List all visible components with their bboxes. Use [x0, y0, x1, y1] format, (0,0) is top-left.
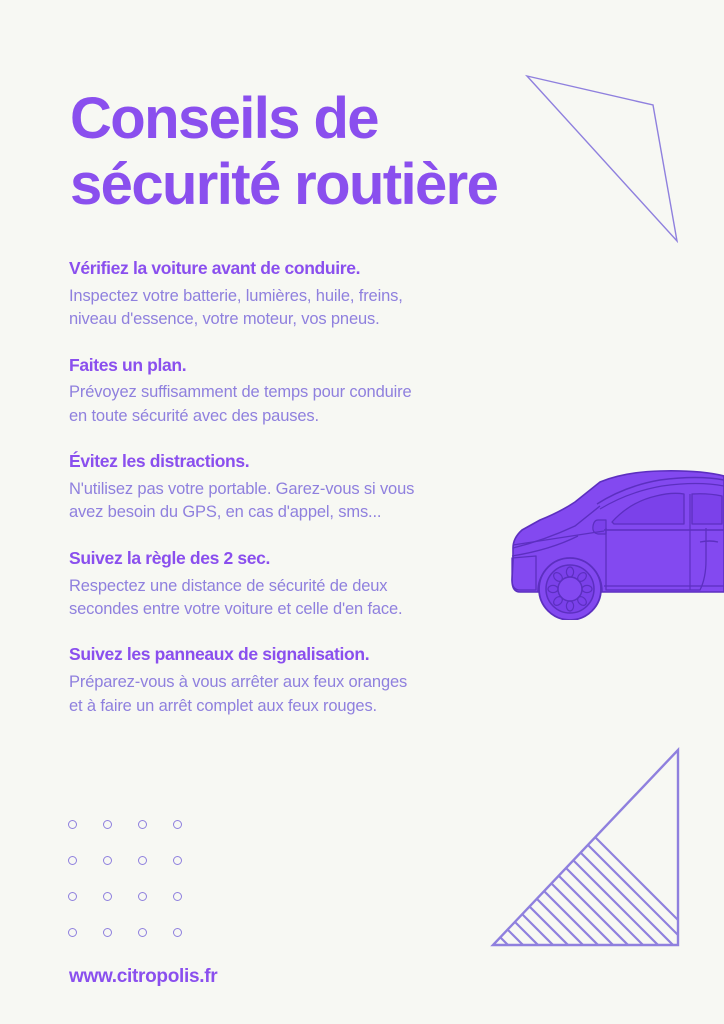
tip-heading: Vérifiez la voiture avant de conduire.	[69, 258, 361, 278]
page-title: Conseils de sécurité routière	[70, 86, 499, 217]
grid-dot-icon	[68, 928, 77, 937]
grid-dot-icon	[68, 856, 77, 865]
tips-list: Vérifiez la voiture avant de conduire. I…	[69, 257, 499, 718]
grid-dot-icon	[138, 820, 147, 829]
tip-body: Prévoyez suffisamment de temps pour cond…	[69, 383, 412, 425]
tip-item: Évitez les distractions. N'utilisez pas …	[69, 450, 499, 525]
grid-dot-icon	[103, 928, 112, 937]
grid-dot-icon	[68, 892, 77, 901]
car-side-illustration-icon	[511, 470, 724, 620]
title-block: Conseils de sécurité routière	[70, 86, 610, 217]
tip-body: Respectez une distance de sécurité de de…	[69, 576, 403, 618]
hatched-triangle-icon	[490, 746, 680, 947]
grid-dot-icon	[68, 820, 77, 829]
grid-dot-icon	[173, 820, 182, 829]
grid-dot-icon	[138, 892, 147, 901]
grid-dot-icon	[173, 856, 182, 865]
grid-dot-icon	[173, 928, 182, 937]
tip-item: Suivez la règle des 2 sec. Respectez une…	[69, 547, 499, 622]
grid-dot-icon	[103, 892, 112, 901]
grid-dot-icon	[138, 928, 147, 937]
tip-heading: Faites un plan.	[69, 354, 187, 375]
tip-heading: Suivez les panneaux de signalisation.	[69, 644, 370, 665]
tip-item: Suivez les panneaux de signalisation. Pr…	[69, 643, 499, 718]
tip-item: Vérifiez la voiture avant de conduire. I…	[69, 257, 499, 332]
grid-dot-icon	[103, 856, 112, 865]
footer-website-link[interactable]: www.citropolis.fr	[69, 966, 218, 987]
tip-body: Inspectez votre batterie, lumières, huil…	[69, 286, 403, 329]
tip-heading: Évitez les distractions.	[69, 451, 250, 472]
tip-body: N'utilisez pas votre portable. Garez-vou…	[69, 479, 415, 522]
grid-dot-icon	[103, 820, 112, 829]
tip-heading: Suivez la règle des 2 sec.	[69, 547, 271, 568]
tip-item: Faites un plan. Prévoyez suffisamment de…	[69, 354, 499, 429]
grid-dot-icon	[173, 892, 182, 901]
grid-dot-icon	[138, 856, 147, 865]
tip-body: Préparez-vous à vous arrêter aux feux or…	[69, 673, 408, 715]
dot-grid-decoration	[68, 820, 208, 964]
